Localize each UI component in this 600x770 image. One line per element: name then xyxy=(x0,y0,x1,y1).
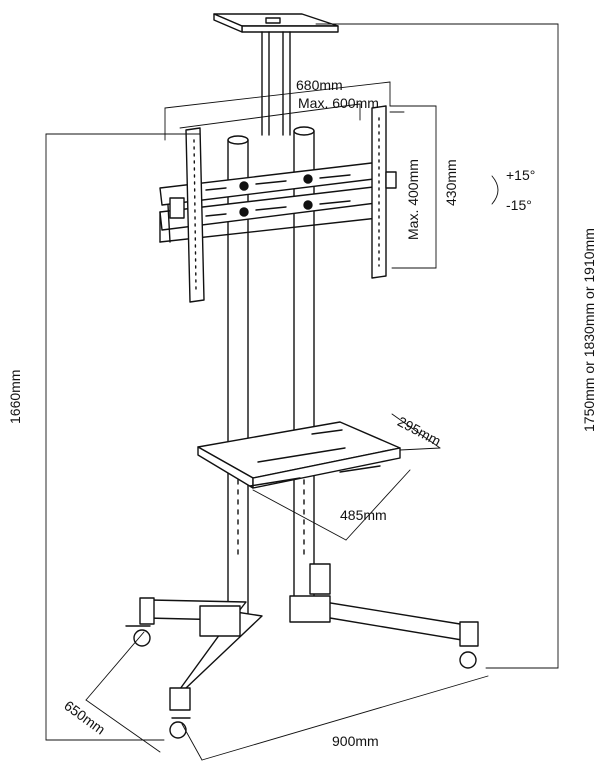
dimension-lines xyxy=(45,23,559,761)
tilt-up-label: +15° xyxy=(506,167,536,183)
wheeled-base xyxy=(125,563,479,739)
vesa-height-label: Max. 400mm xyxy=(405,159,421,240)
bracket-height-label: 430mm xyxy=(443,159,459,206)
base-width-label: 900mm xyxy=(332,733,379,749)
vesa-arms xyxy=(169,105,397,303)
total-height-label: 1750mm or 1830mm or 1910mm xyxy=(581,228,597,432)
camera-shelf xyxy=(213,13,339,136)
pole-height-label: 1660mm xyxy=(7,369,23,424)
top-width-label: 680mm xyxy=(296,77,343,93)
tilt-down-label: -15° xyxy=(506,197,532,213)
shelf-width-label: 485mm xyxy=(340,507,387,523)
top-width-max-label: Max. 600mm xyxy=(298,95,379,111)
middle-shelf xyxy=(197,421,401,489)
